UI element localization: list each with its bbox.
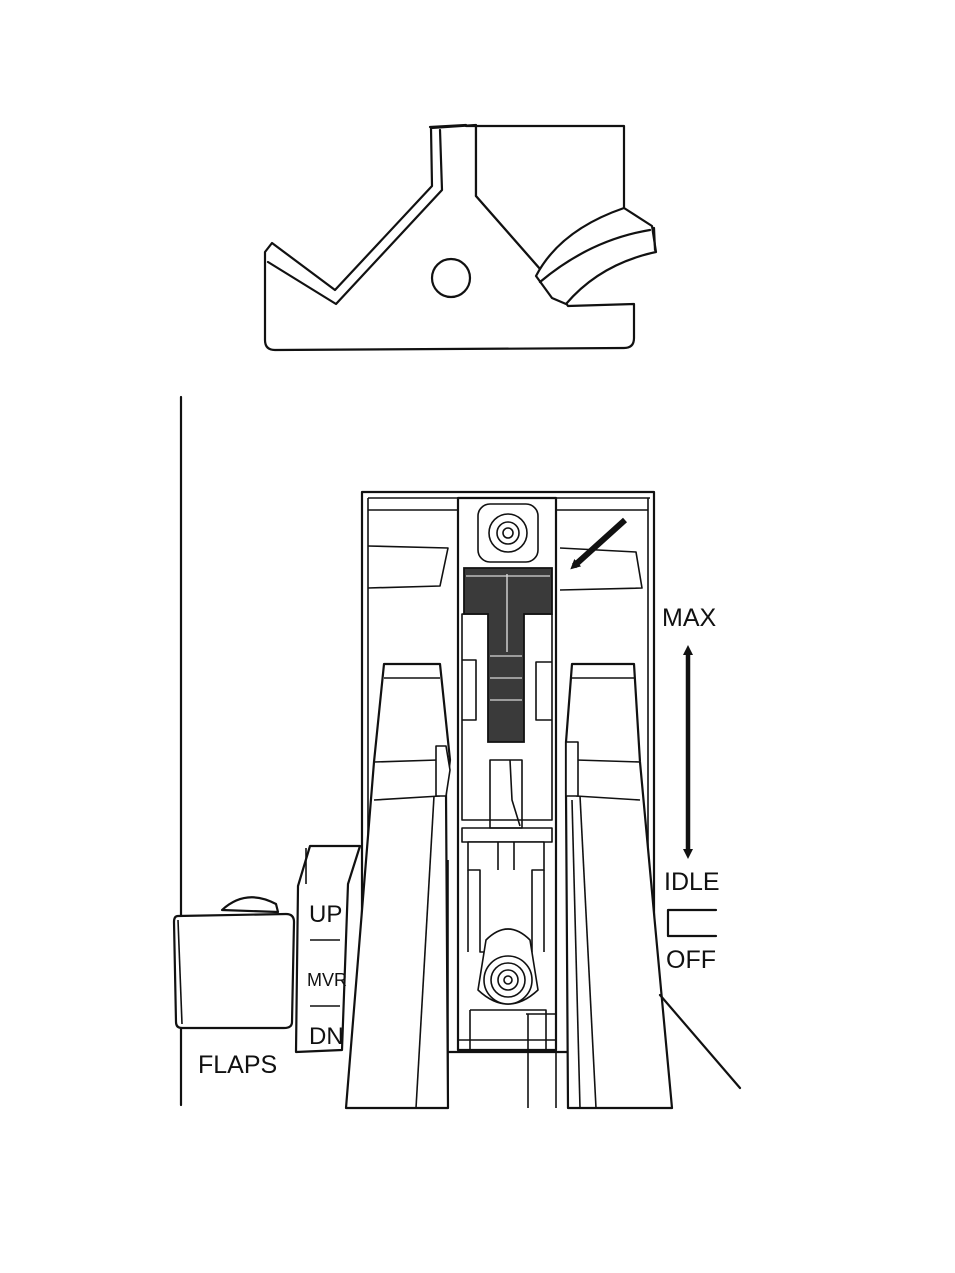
flaps-label: FLAPS bbox=[198, 1051, 277, 1079]
flap-mvr-label: MVR bbox=[307, 970, 347, 990]
lock-pawl-detail bbox=[265, 125, 656, 350]
flaps-lever-knob bbox=[174, 897, 294, 1028]
flap-dn-label: DN bbox=[309, 1023, 344, 1050]
idle-label: IDLE bbox=[664, 868, 720, 896]
off-label: OFF bbox=[666, 946, 716, 974]
flap-up-label: UP bbox=[309, 901, 342, 928]
off-detent-bracket bbox=[668, 910, 716, 936]
pivot-hole bbox=[432, 259, 470, 297]
throttle-quadrant: MAX IDLE OFF FLAPS UP MVR DN bbox=[174, 397, 740, 1108]
max-label: MAX bbox=[662, 604, 717, 632]
